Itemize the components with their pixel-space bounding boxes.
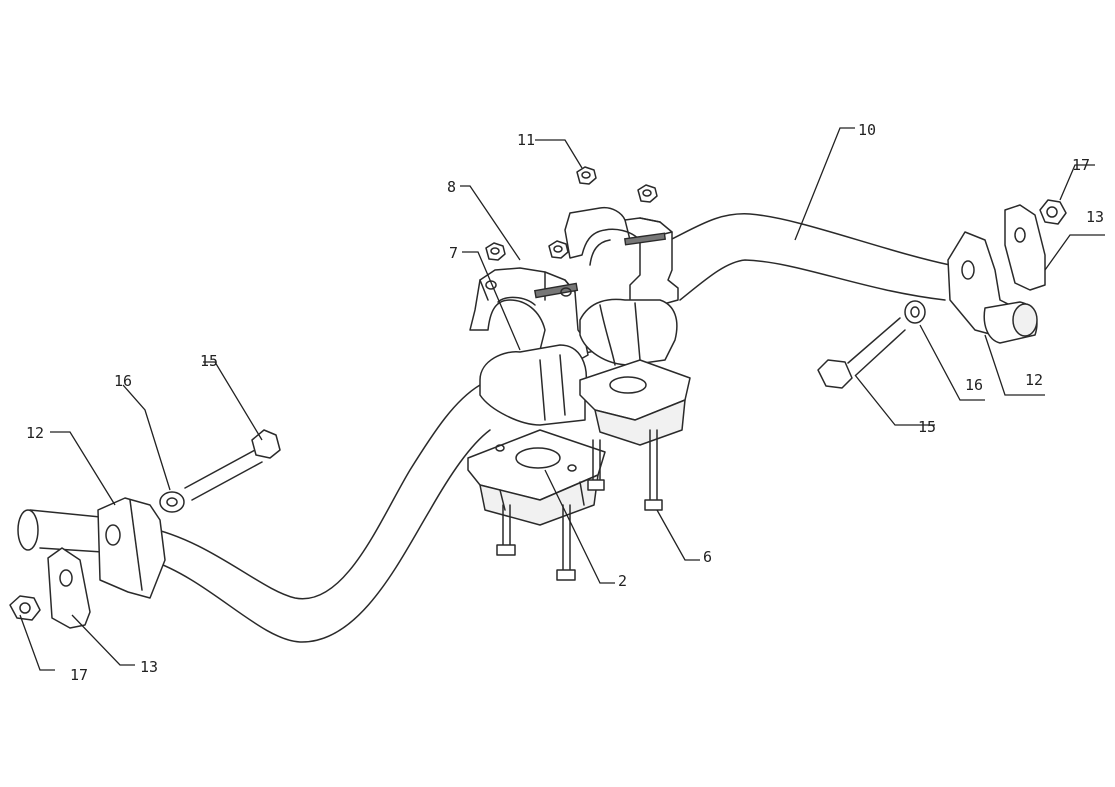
- vertical-bolts: [496, 429, 663, 581]
- clamp-bracket-rear: [564, 206, 679, 307]
- bushings: [479, 298, 678, 426]
- callout-13-left: 13: [140, 658, 158, 676]
- callout-2: 2: [618, 572, 627, 590]
- callout-15-left: 15: [200, 352, 218, 370]
- callout-6: 6: [703, 548, 712, 566]
- callout-16-right: 16: [965, 376, 983, 394]
- left-end-hardware: [9, 429, 281, 629]
- callout-12-left: 12: [26, 424, 44, 442]
- callout-17-right: 17: [1072, 156, 1090, 174]
- mounting-bases: [467, 359, 691, 526]
- callout-12-right: 12: [1025, 371, 1043, 389]
- callout-leaders: [19, 127, 1105, 671]
- right-end-hardware: [817, 199, 1067, 389]
- callout-15-right: 15: [918, 418, 936, 436]
- callout-17-left: 17: [70, 666, 88, 684]
- callout-8: 8: [447, 178, 456, 196]
- callout-11: 11: [517, 131, 535, 149]
- stabilizer-bar: [17, 213, 951, 643]
- callout-labels: 11 8 7 10 17 13 12 16 15 6 2 12 16 15 17…: [26, 121, 1104, 684]
- callout-16-left: 16: [114, 372, 132, 390]
- top-nuts: [485, 166, 658, 261]
- callout-7: 7: [449, 244, 458, 262]
- clamp-bracket-front: [469, 267, 589, 371]
- callout-13-right: 13: [1086, 208, 1104, 226]
- callout-10: 10: [858, 121, 876, 139]
